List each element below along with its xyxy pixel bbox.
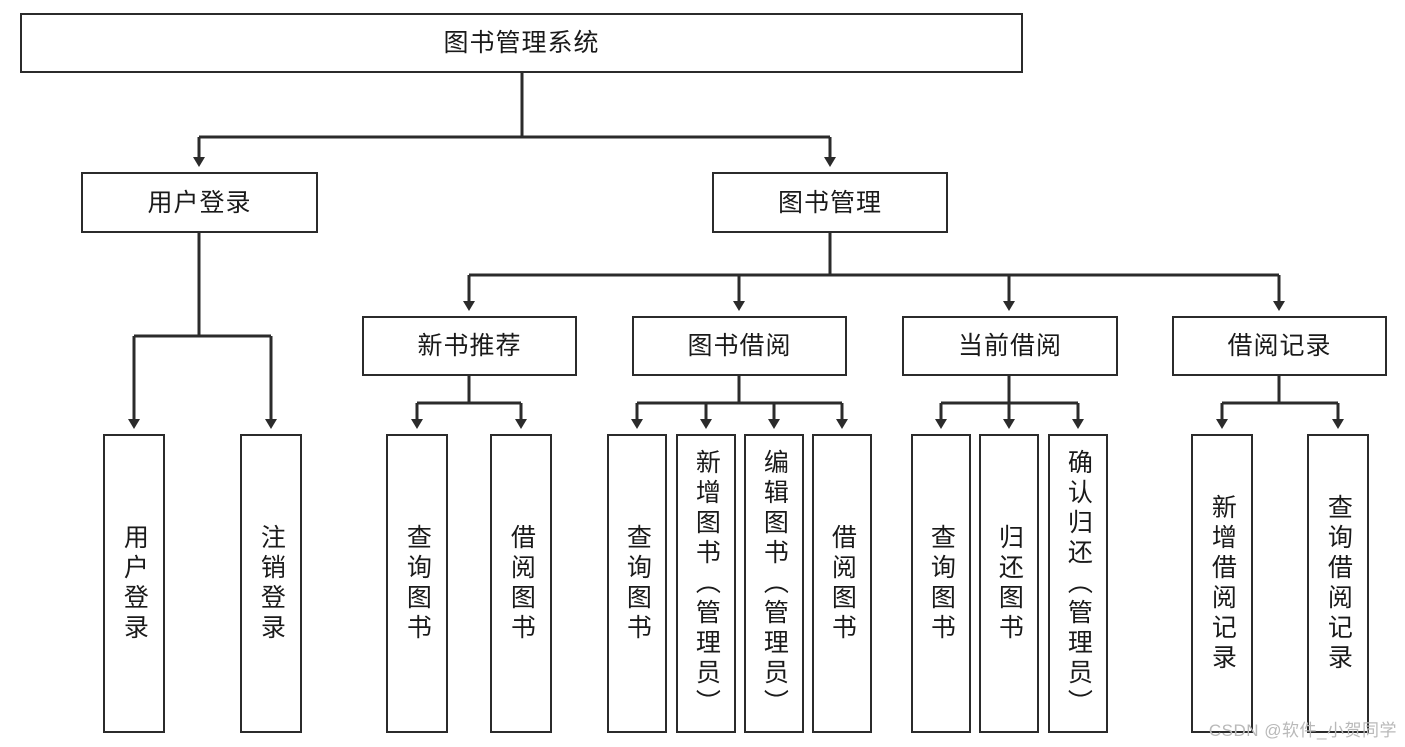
node-leaf-logout-login-label: 注销登录 [257, 523, 286, 644]
node-book-manage-label: 图书管理 [777, 188, 882, 217]
node-leaf-query-record-label: 查询借阅记录 [1324, 493, 1353, 674]
watermark-text: CSDN @软件_小贺同学 [1208, 721, 1397, 740]
node-root-label: 图书管理系统 [443, 29, 600, 57]
node-leaf-return-book-label: 归还图书 [995, 523, 1024, 644]
node-book-manage[interactable]: 图书管理 [712, 172, 948, 233]
node-leaf-query-book-1[interactable]: 查询图书 [386, 434, 448, 733]
node-leaf-query-book-1-label: 查询图书 [403, 523, 432, 644]
node-leaf-add-record-label: 新增借阅记录 [1208, 493, 1237, 674]
node-leaf-query-book-3-label: 查询图书 [927, 523, 956, 644]
node-leaf-query-book-2[interactable]: 查询图书 [607, 434, 667, 733]
node-borrow-record[interactable]: 借阅记录 [1172, 316, 1387, 376]
node-new-book-rec-label: 新书推荐 [417, 332, 522, 360]
node-user-login-label: 用户登录 [147, 188, 252, 217]
node-leaf-confirm-return-label: 确认归还（管理员） [1064, 448, 1093, 719]
node-current-borrow[interactable]: 当前借阅 [902, 316, 1118, 376]
node-new-book-rec[interactable]: 新书推荐 [362, 316, 577, 376]
node-leaf-add-book-label: 新增图书（管理员） [692, 448, 721, 719]
node-leaf-borrow-book-2[interactable]: 借阅图书 [812, 434, 872, 733]
node-leaf-user-login[interactable]: 用户登录 [103, 434, 165, 733]
node-leaf-edit-book[interactable]: 编辑图书（管理员） [744, 434, 804, 733]
node-leaf-borrow-book-2-label: 借阅图书 [828, 523, 857, 644]
node-leaf-query-book-3[interactable]: 查询图书 [911, 434, 971, 733]
node-user-login[interactable]: 用户登录 [81, 172, 318, 233]
node-current-borrow-label: 当前借阅 [957, 332, 1062, 360]
node-leaf-edit-book-label: 编辑图书（管理员） [760, 448, 789, 719]
node-leaf-add-book[interactable]: 新增图书（管理员） [676, 434, 736, 733]
node-leaf-borrow-book-1-label: 借阅图书 [507, 523, 536, 644]
node-book-borrow[interactable]: 图书借阅 [632, 316, 847, 376]
node-leaf-return-book[interactable]: 归还图书 [979, 434, 1039, 733]
node-leaf-logout-login[interactable]: 注销登录 [240, 434, 302, 733]
node-leaf-query-record[interactable]: 查询借阅记录 [1307, 434, 1369, 733]
node-leaf-confirm-return[interactable]: 确认归还（管理员） [1048, 434, 1108, 733]
node-leaf-borrow-book-1[interactable]: 借阅图书 [490, 434, 552, 733]
node-leaf-query-book-2-label: 查询图书 [623, 523, 652, 644]
node-leaf-user-login-label: 用户登录 [120, 523, 149, 644]
node-book-borrow-label: 图书借阅 [687, 332, 792, 360]
node-root[interactable]: 图书管理系统 [20, 13, 1023, 73]
node-borrow-record-label: 借阅记录 [1227, 332, 1332, 360]
node-leaf-add-record[interactable]: 新增借阅记录 [1191, 434, 1253, 733]
